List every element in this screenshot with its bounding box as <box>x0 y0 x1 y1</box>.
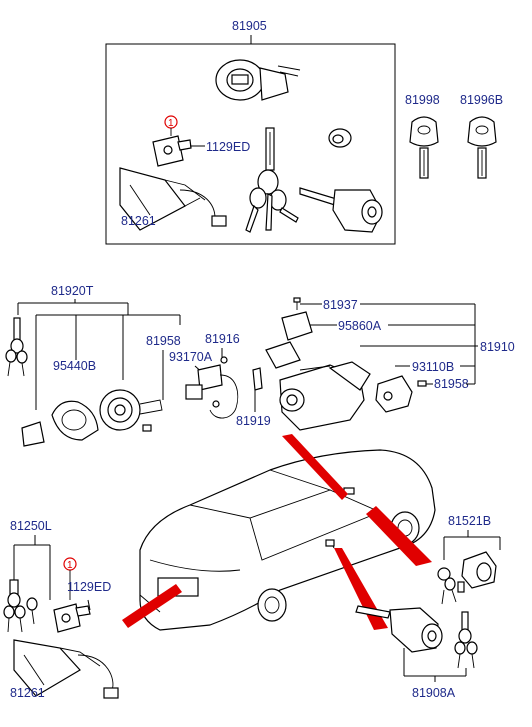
key-set-bottom-left-2-icon <box>26 597 38 625</box>
set-81910-group: 81937 95860A 81910 93110B <box>236 297 515 431</box>
label-81937[interactable]: 81937 <box>323 298 358 312</box>
label-1129ED-bottom[interactable]: 1129ED <box>67 580 111 594</box>
label-81908A[interactable]: 81908A <box>412 686 456 700</box>
key-ring-cover-icon <box>51 400 99 441</box>
label-81996B[interactable]: 81996B <box>460 93 503 107</box>
kit-81905-group: 81905 1 1129ED <box>105 19 396 245</box>
key-81998-icon <box>409 116 439 179</box>
door-handle-marker-icon <box>325 539 335 547</box>
lock-housing-top-icon <box>152 135 192 167</box>
label-81958-left[interactable]: 81958 <box>146 334 181 348</box>
key-set-left-icon <box>5 317 28 377</box>
door-lock-cylinder-81908A-icon <box>355 605 443 653</box>
connector-top-icon <box>211 215 227 227</box>
label-1129ED-top[interactable]: 1129ED <box>206 140 250 154</box>
key-81996B-group: 81996B <box>460 93 503 179</box>
lock-cylinder-small-icon <box>328 128 352 148</box>
label-81521B[interactable]: 81521B <box>448 514 491 528</box>
set-81908A-group: 81908A <box>355 605 478 700</box>
callout-1-bottom-text: 1 <box>67 560 73 571</box>
ignition-ring-icon <box>99 389 163 432</box>
door-lock-cylinder-icon <box>299 187 383 233</box>
trunk-lock-cylinder-icon <box>461 551 497 589</box>
label-93110B[interactable]: 93110B <box>412 360 454 374</box>
label-81250L[interactable]: 81250L <box>10 519 52 533</box>
bolt-81919-icon <box>252 367 263 391</box>
key-set-bottom-left-icon <box>3 579 26 633</box>
label-81958-right[interactable]: 81958 <box>434 377 469 391</box>
connector-bottom-icon <box>103 687 119 699</box>
set-81521B-group: 81521B <box>437 514 501 605</box>
screw-81937-icon <box>293 297 301 310</box>
label-81261-bottom[interactable]: 81261 <box>10 686 45 700</box>
label-81261-top[interactable]: 81261 <box>121 214 156 228</box>
label-93170A[interactable]: 93170A <box>169 350 213 364</box>
key-81998-group: 81998 <box>405 93 440 179</box>
label-81905[interactable]: 81905 <box>232 19 267 33</box>
steering-lock-assembly-icon <box>265 341 371 431</box>
trim-piece-icon <box>21 421 45 447</box>
red-pointer-trunk <box>122 584 182 628</box>
label-81920T[interactable]: 81920T <box>51 284 94 298</box>
kit-box <box>105 43 396 245</box>
key-set-81521B-icon <box>437 567 465 605</box>
immobilizer-module-icon <box>281 311 313 341</box>
set-81920T-group: 81920T 95440B <box>5 284 240 447</box>
red-pointer-door-right <box>366 506 432 566</box>
label-95440B[interactable]: 95440B <box>53 359 96 373</box>
set-81250L-group: 81250L 1 1129ED <box>3 519 119 700</box>
label-81998[interactable]: 81998 <box>405 93 440 107</box>
ignition-switch-icon <box>375 375 413 413</box>
label-81919[interactable]: 81919 <box>236 414 271 428</box>
key-set-81908A-icon <box>454 611 478 669</box>
immobilizer-antenna-icon <box>185 356 239 419</box>
label-95860A[interactable]: 95860A <box>338 319 382 333</box>
label-81916[interactable]: 81916 <box>205 332 240 346</box>
lock-housing-bottom-icon <box>53 603 91 633</box>
key-81996B-icon <box>467 116 497 179</box>
car-outline-icon <box>139 449 436 631</box>
red-pointer-ignition <box>282 434 348 500</box>
ignition-lock-body-icon <box>215 59 301 101</box>
steering-column-shroud-bottom-icon <box>13 639 101 697</box>
callout-1-top-text: 1 <box>168 118 174 129</box>
steering-column-shroud-top-icon <box>119 167 206 231</box>
screw-81958-right-icon <box>417 380 427 387</box>
key-set-icon <box>245 127 299 233</box>
label-81910[interactable]: 81910 <box>480 340 515 354</box>
